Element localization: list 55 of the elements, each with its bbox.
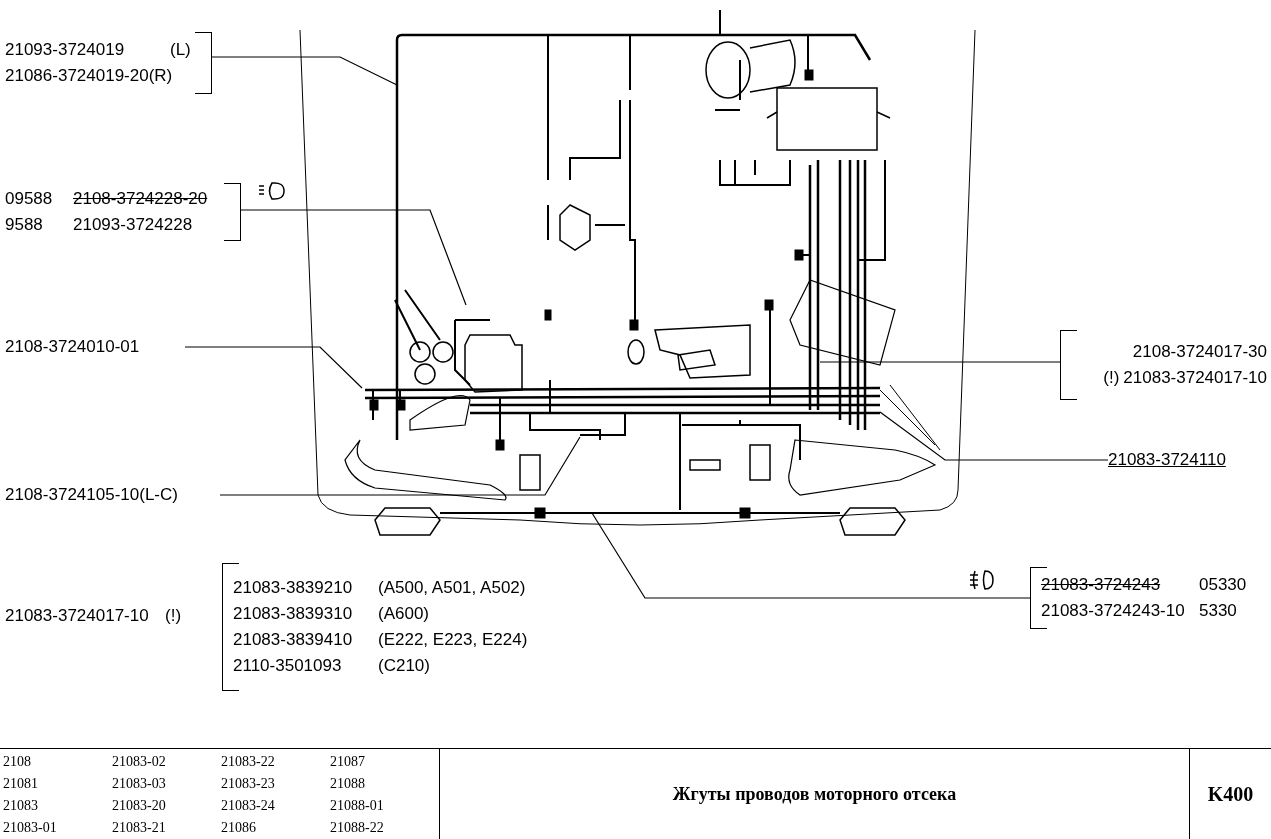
model-code: 21088-22 — [330, 819, 385, 837]
part-number: 21083-3724243 — [1041, 575, 1162, 595]
part-number: 21093-3724228 — [73, 215, 194, 235]
part-number: 21086-3724019-20(R) — [5, 66, 173, 86]
model-code: 21083-03 — [112, 775, 167, 793]
model-code: 21083 — [3, 797, 39, 815]
model-code: 21081 — [3, 775, 39, 793]
part-number: 21083-3724243-10 — [1041, 601, 1186, 621]
leader-line — [240, 209, 467, 306]
part-number: 21083-3724017-10 — [1123, 368, 1267, 388]
part-number: 2108-3724010-01 — [5, 337, 141, 357]
part-number: (!) — [1103, 368, 1120, 388]
leader-line — [211, 56, 398, 86]
part-number: (C210) — [378, 656, 431, 676]
sheet-title: Жгуты проводов моторного отсека — [672, 782, 957, 806]
callout-bracket — [5, 32, 212, 94]
part-number: 2108-3724105-10(L-C) — [5, 485, 179, 505]
part-number: 21083-3839210 — [233, 578, 354, 598]
leader-line — [591, 512, 1031, 599]
model-code: 2108 — [3, 753, 32, 771]
part-number: (E222, E223, E224) — [378, 630, 529, 650]
model-code: 21083-21 — [112, 819, 167, 837]
model-code: 21083-20 — [112, 797, 167, 815]
part-number: 2110-3501093 — [233, 656, 343, 676]
model-code: 21083-02 — [112, 753, 167, 771]
part-number: 2108-3724017-30 — [1132, 342, 1267, 362]
sheet-code: K400 — [1207, 782, 1254, 807]
part-number: 21083-3724017-10 — [5, 606, 150, 626]
leader-line — [184, 346, 363, 389]
model-code: 21088 — [330, 775, 366, 793]
part-number: (A500, A501, A502) — [378, 578, 527, 598]
part-number: (L) — [170, 40, 192, 60]
leader-line — [879, 411, 1109, 461]
part-number: 05330 — [1199, 575, 1248, 595]
model-code: 21083-22 — [221, 753, 276, 771]
part-number: (A600) — [378, 604, 431, 624]
model-code: 21088-01 — [330, 797, 385, 815]
part-number: 21093-3724019 — [5, 40, 126, 60]
model-code: 21086 — [221, 819, 257, 837]
part-number: (!) — [165, 606, 183, 626]
model-code: 21083-23 — [221, 775, 276, 793]
callout-bracket — [5, 183, 241, 241]
part-number: 5330 — [1199, 601, 1238, 621]
model-code: 21087 — [330, 753, 366, 771]
model-code: 21083-01 — [3, 819, 58, 837]
model-code: 21083-24 — [221, 797, 276, 815]
part-number: 09588 — [5, 189, 54, 209]
part-number: 9588 — [5, 215, 44, 235]
part-number: 21083-3839310 — [233, 604, 354, 624]
part-number: 21083-3724110 — [1108, 450, 1227, 470]
part-number: 2108-3724228-20 — [73, 189, 209, 209]
part-number: 21083-3839410 — [233, 630, 354, 650]
leader-line — [219, 436, 581, 496]
leader-line — [819, 361, 1061, 363]
callout-bracket — [1060, 330, 1267, 400]
